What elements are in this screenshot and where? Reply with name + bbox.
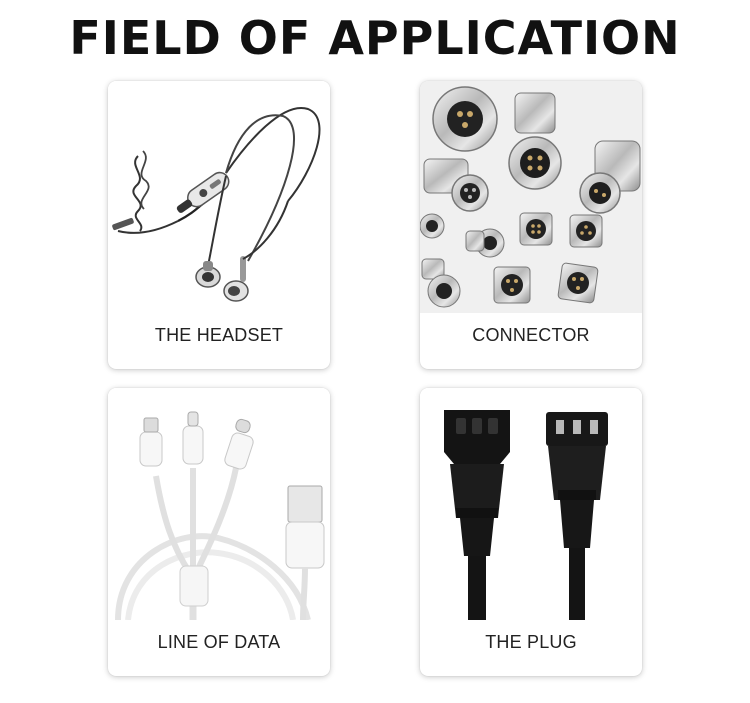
circular-connectors-photo	[420, 81, 642, 313]
card-headset: THE HEADSET	[108, 81, 330, 369]
earphones-photo	[108, 81, 330, 313]
page-title: FIELD OF APPLICATION	[69, 11, 681, 65]
card-plug: THE PLUG	[420, 388, 642, 676]
card-label: CONNECTOR	[472, 325, 590, 345]
usb-data-cable-photo	[108, 388, 330, 620]
power-cord-plug-photo	[420, 388, 642, 620]
card-connector: CONNECTOR	[420, 81, 642, 369]
card-label: LINE OF DATA	[157, 632, 281, 652]
card-data: LINE OF DATA	[108, 388, 330, 676]
card-label: THE HEADSET	[154, 325, 284, 345]
card-label: THE PLUG	[485, 632, 577, 652]
